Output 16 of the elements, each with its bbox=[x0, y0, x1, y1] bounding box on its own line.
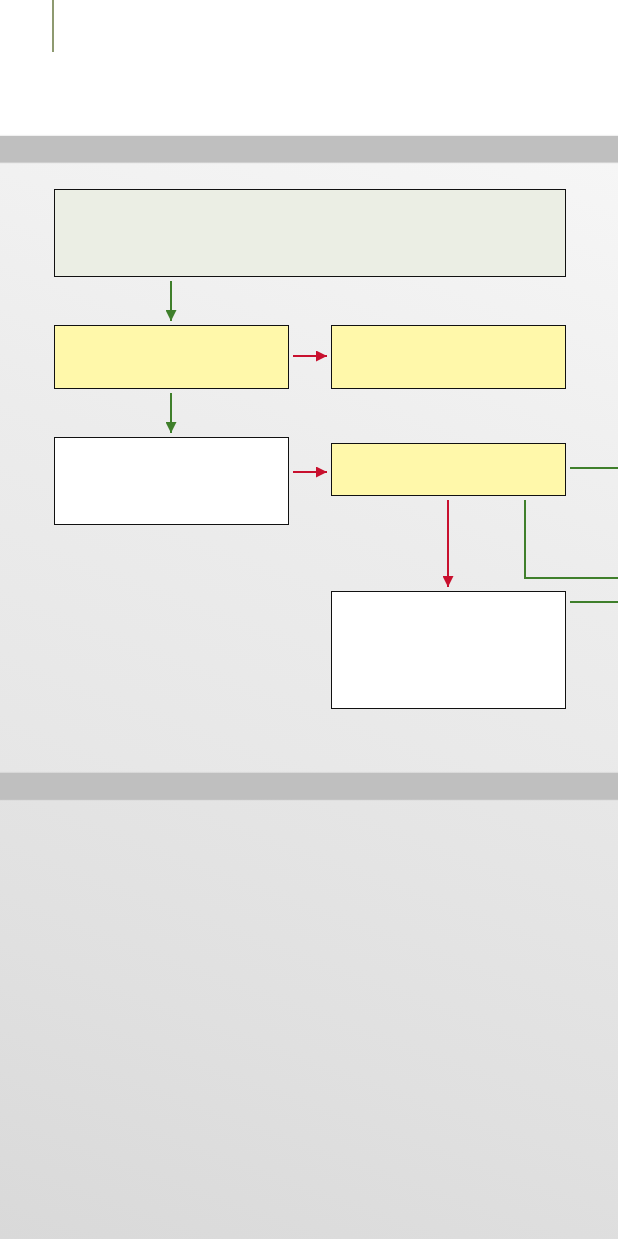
connector-line bbox=[569, 601, 618, 603]
arrow bbox=[442, 499, 454, 588]
process-box bbox=[54, 437, 289, 525]
process-box bbox=[331, 591, 566, 709]
process-box bbox=[54, 189, 566, 277]
connector-line bbox=[524, 499, 618, 579]
process-box bbox=[331, 443, 566, 496]
arrow bbox=[292, 466, 328, 478]
arrow bbox=[165, 280, 177, 322]
section-band bbox=[0, 136, 618, 162]
connector-line bbox=[569, 467, 618, 469]
process-box bbox=[331, 325, 566, 389]
arrow bbox=[165, 392, 177, 434]
process-box bbox=[54, 325, 289, 389]
section-band bbox=[0, 773, 618, 799]
arrow bbox=[292, 350, 328, 362]
